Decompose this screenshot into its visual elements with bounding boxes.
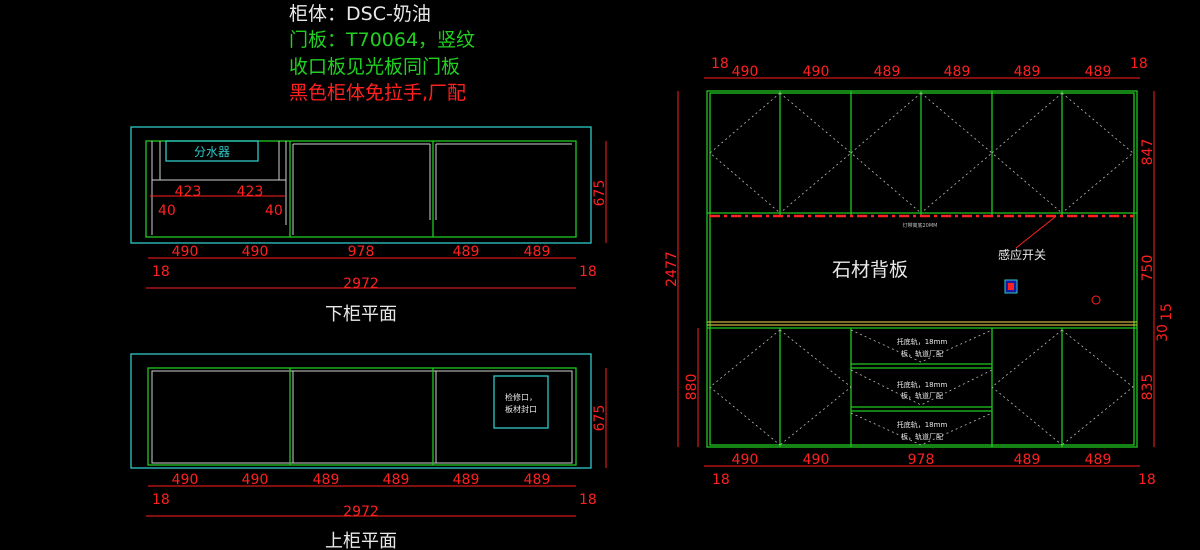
dim-upper-5: 489 [453, 472, 480, 488]
dim-top-2: 490 [803, 64, 830, 80]
lower-wall-outline [130, 126, 592, 244]
dim-top-6: 489 [1085, 64, 1112, 80]
dim-bottom-5: 489 [1085, 452, 1112, 468]
upper-wall-outline [130, 353, 592, 469]
upper-cabinet-body [147, 367, 577, 466]
dim-40-b: 40 [265, 203, 283, 219]
drawer-note-1b: 板，轨道厂配 [901, 349, 943, 358]
dim-lower-4: 489 [453, 244, 480, 260]
drawer-note-2a: 托底轨，18mm [897, 380, 948, 389]
dim-right-30: 30 [1155, 324, 1171, 342]
lower-cabinet-plan: 分水器 423 423 40 40 490 490 978 489 489 18… [130, 126, 608, 325]
dim-423-a: 423 [175, 184, 202, 200]
dim-bottom-edge-left: 18 [712, 472, 730, 488]
service-note-2: 板材封口 [505, 404, 537, 414]
dim-upper-3: 489 [313, 472, 340, 488]
lower-plan-title: 下柜平面 [325, 304, 397, 325]
dim-top-edge-left: 18 [711, 56, 729, 72]
dim-423-b: 423 [237, 184, 264, 200]
dim-right-middle: 750 [1140, 255, 1156, 282]
dim-right-15: 15 [1159, 303, 1175, 321]
dim-upper-edge-left: 18 [152, 492, 170, 508]
dim-lower-3: 978 [348, 244, 375, 260]
lower-cabinet-body [145, 140, 577, 238]
dim-upper-2: 490 [242, 472, 269, 488]
elevation-outline [706, 90, 1138, 448]
note-door: 门板：T70064，竖纹 [289, 29, 475, 51]
drawer-note-1a: 托底轨，18mm [897, 337, 948, 346]
dim-upper-6: 489 [524, 472, 551, 488]
upper-plan-title: 上柜平面 [325, 531, 397, 550]
dim-right-lower: 835 [1140, 374, 1156, 401]
upper-doors [709, 91, 1134, 215]
dim-upper-1: 490 [172, 472, 199, 488]
dim-lower-depth: 675 [592, 180, 608, 207]
dim-top-edge-right: 18 [1130, 56, 1148, 72]
manifold-box [165, 140, 259, 162]
manifold-label: 分水器 [194, 145, 230, 159]
dim-top-1: 490 [732, 64, 759, 80]
dim-lower-1: 490 [172, 244, 199, 260]
dim-base-height: 880 [684, 374, 700, 401]
cabinet-elevation: 灯带离底20MM 石材背板 感应开关 托底轨，18mm 板，轨道厂配 托底轨，1… [664, 56, 1175, 488]
dim-total-height: 2477 [664, 251, 680, 287]
dim-top-4: 489 [944, 64, 971, 80]
dim-40-a: 40 [158, 203, 176, 219]
dim-bottom-4: 489 [1014, 452, 1041, 468]
drawer-note-3b: 板，轨道厂配 [901, 432, 943, 441]
dim-right-upper: 847 [1140, 139, 1156, 166]
dim-top-3: 489 [874, 64, 901, 80]
dim-lower-5: 489 [524, 244, 551, 260]
dim-lower-total: 2972 [343, 276, 379, 292]
dim-lower-edge-left: 18 [152, 264, 170, 280]
dim-upper-edge-right: 18 [579, 492, 597, 508]
dim-upper-depth: 675 [592, 405, 608, 432]
service-opening-box [493, 375, 549, 429]
sensor-switch-label: 感应开关 [998, 247, 1046, 262]
dim-upper-total: 2972 [343, 504, 379, 520]
stone-backsplash-label: 石材背板 [832, 259, 908, 281]
light-strip-note: 灯带离底20MM [903, 222, 938, 229]
dim-bottom-2: 490 [803, 452, 830, 468]
service-note-1: 检修口， [505, 392, 537, 402]
note-edge: 收口板见光板同门板 [289, 56, 460, 78]
note-cabinet: 柜体：DSC-奶油 [289, 3, 431, 25]
dim-top-5: 489 [1014, 64, 1041, 80]
upper-cabinet-plan: 检修口， 板材封口 490 490 489 489 489 489 18 18 … [130, 353, 608, 550]
dim-lower-edge-right: 18 [579, 264, 597, 280]
dim-bottom-1: 490 [732, 452, 759, 468]
lower-doors [709, 328, 1134, 447]
dim-lower-2: 490 [242, 244, 269, 260]
note-handle: 黑色柜体免拉手,厂配 [289, 82, 466, 104]
dim-bottom-3: 978 [908, 452, 935, 468]
socket-circle-icon [1091, 295, 1101, 305]
dim-bottom-edge-right: 18 [1138, 472, 1156, 488]
drawer-note-2b: 板，轨道厂配 [901, 391, 943, 400]
dim-upper-4: 489 [383, 472, 410, 488]
drawer-note-3a: 托底轨，18mm [897, 420, 948, 429]
